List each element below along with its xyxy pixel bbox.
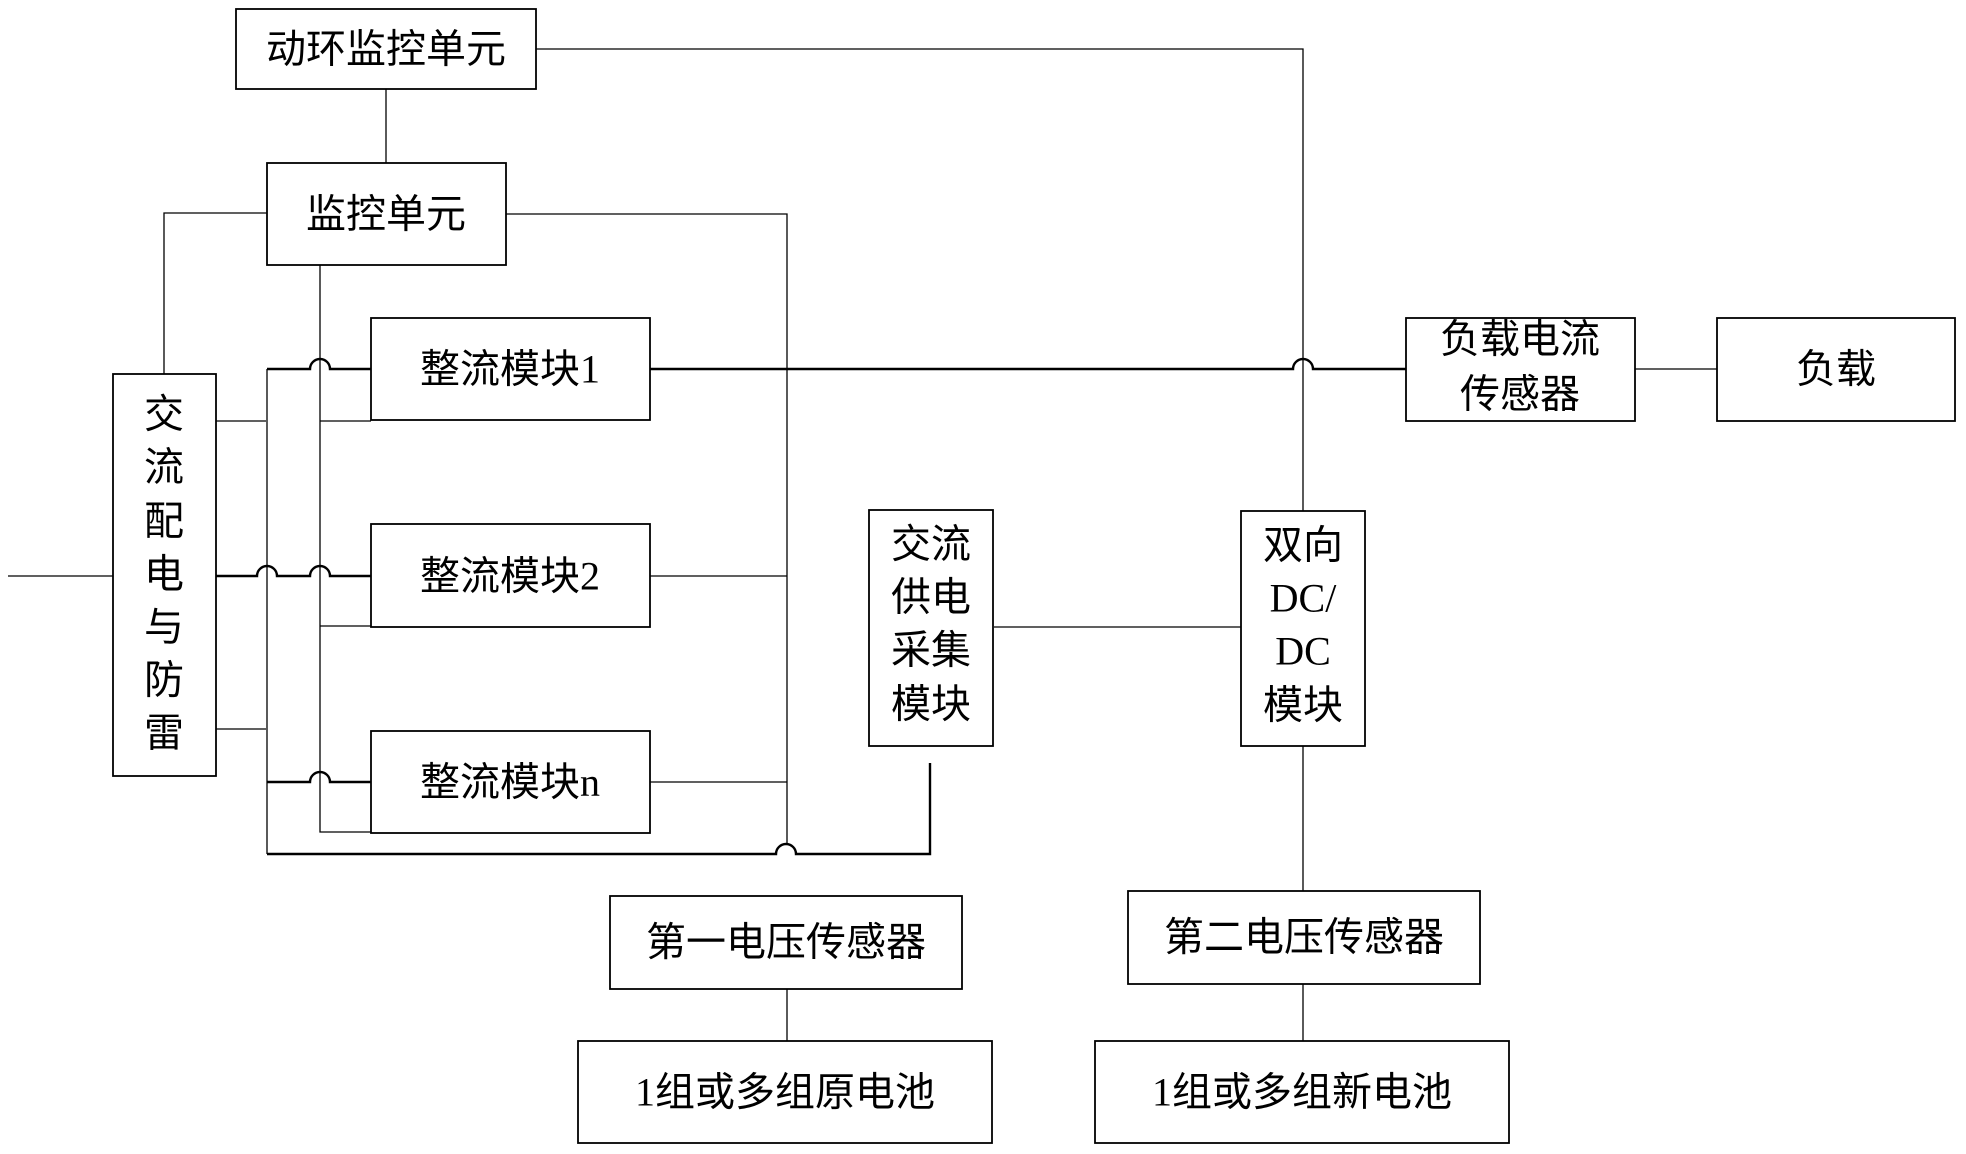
bidirectional-dcdc-line-3: DC (1275, 629, 1331, 674)
rectifier-module-1-label: 整流模块1 (420, 347, 600, 392)
rectifier-module-1-block: 整流模块1 (370, 317, 651, 421)
ac-distribution-char-2: 流 (144, 445, 184, 490)
load-current-sensor-line-2: 传感器 (1460, 372, 1580, 417)
bidirectional-dcdc-line-1: 双向 (1263, 523, 1343, 568)
wire-env-monitor-to-dcdc (536, 48, 1304, 511)
first-voltage-sensor-label: 第一电压传感器 (646, 920, 926, 965)
ac-acquisition-line-3: 采集 (891, 628, 971, 673)
original-battery-label: 1组或多组原电池 (635, 1070, 935, 1115)
ac-distribution-char-3: 配 (144, 499, 184, 544)
ac-distribution-char-4: 电 (144, 552, 184, 597)
wire-monitor-signal-bus (319, 265, 371, 833)
wire-ac-bus-bottom (267, 763, 932, 856)
ac-acquisition-line-2: 供电 (891, 575, 971, 620)
load-block: 负载 (1716, 317, 1956, 422)
bidirectional-dcdc-module-block: 双向 DC/ DC 模块 (1240, 510, 1366, 747)
wire-monitor-to-dc-bus (506, 213, 788, 843)
new-battery-block: 1组或多组新电池 (1094, 1040, 1510, 1144)
wire-ac-to-rect1 (267, 357, 371, 371)
ac-acquisition-line-4: 模块 (891, 682, 971, 727)
second-voltage-sensor-label: 第二电压传感器 (1164, 915, 1444, 960)
load-label: 负载 (1796, 347, 1876, 392)
second-voltage-sensor-block: 第二电压传感器 (1127, 890, 1481, 985)
monitor-unit-block: 监控单元 (266, 162, 507, 266)
rectifier-module-2-label: 整流模块2 (420, 554, 600, 599)
env-monitor-unit-label: 动环监控单元 (266, 27, 506, 72)
ac-distribution-lightning-block: 交 流 配 电 与 防 雷 (112, 373, 217, 777)
ac-acquisition-module-block: 交流 供电 采集 模块 (868, 509, 994, 747)
ac-acquisition-line-1: 交流 (891, 522, 971, 567)
first-voltage-sensor-block: 第一电压传感器 (609, 895, 963, 990)
original-battery-block: 1组或多组原电池 (577, 1040, 993, 1144)
load-current-sensor-line-1: 负载电流 (1440, 317, 1600, 362)
wire-monitor-to-ac-distribution (163, 212, 267, 374)
wire-ac-to-rectn (267, 770, 371, 784)
ac-distribution-char-5: 与 (144, 605, 184, 650)
connection-lines (8, 48, 1717, 1041)
wire-ac-out-mid (216, 564, 371, 578)
ac-distribution-char-6: 防 (144, 658, 184, 703)
load-current-sensor-block: 负载电流 传感器 (1405, 317, 1636, 422)
rectifier-module-2-block: 整流模块2 (370, 523, 651, 628)
ac-distribution-char-1: 交 (144, 392, 184, 437)
new-battery-label: 1组或多组新电池 (1152, 1070, 1452, 1115)
rectifier-module-n-block: 整流模块n (370, 730, 651, 834)
bidirectional-dcdc-line-2: DC/ (1270, 576, 1338, 621)
rectifier-module-n-label: 整流模块n (420, 760, 600, 805)
env-monitor-unit-block: 动环监控单元 (235, 8, 537, 90)
monitor-unit-label: 监控单元 (306, 192, 466, 237)
ac-distribution-char-7: 雷 (144, 711, 184, 756)
wire-rect1-to-load-sensor (650, 357, 1406, 371)
bidirectional-dcdc-line-4: 模块 (1263, 683, 1343, 728)
